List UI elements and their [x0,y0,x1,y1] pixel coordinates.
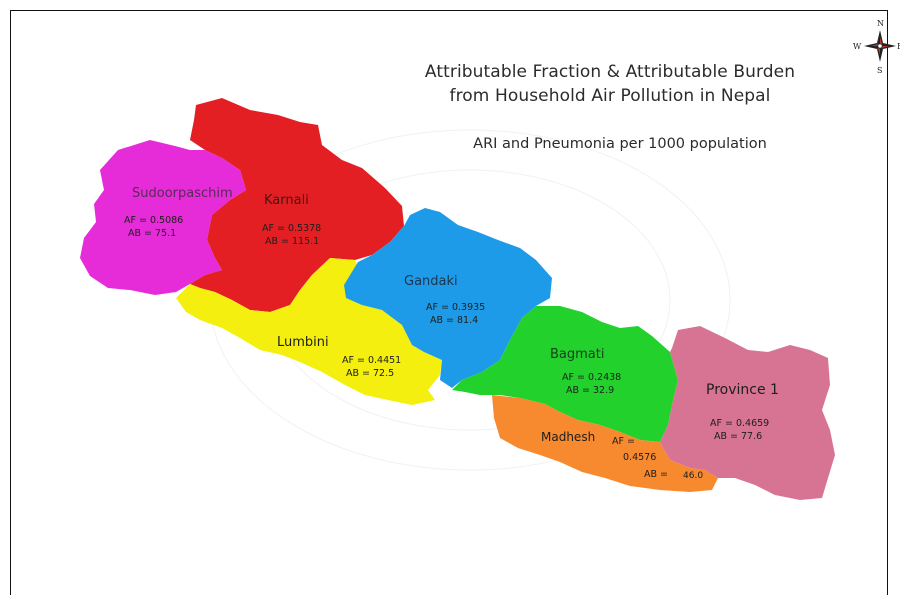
label-madhesh-af-label: AF = [612,436,635,447]
map-frame [10,10,888,595]
label-madhesh-af-value: 0.4576 [623,452,656,463]
label-sudoorpaschim-af: AF = 0.5086 [124,215,183,226]
region-sudoorpaschim[interactable] [80,140,246,295]
label-lumbini-af: AF = 0.4451 [342,355,401,366]
compass-n-label: N [877,19,884,28]
map-title-line-2: from Household Air Pollution in Nepal [449,86,771,106]
label-lumbini-ab: AB = 72.5 [346,368,394,379]
label-sudoorpaschim-ab: AB = 75.1 [128,228,176,239]
label-sudoorpaschim-name: Sudoorpaschim [132,186,233,201]
region-lumbini[interactable] [176,258,442,405]
label-lumbini-name: Lumbini [277,335,329,350]
label-bagmati-ab: AB = 32.9 [566,385,614,396]
label-gandaki-name: Gandaki [404,274,458,289]
label-madhesh-name: Madhesh [541,430,595,444]
label-madhesh-ab-value: 46.0 [683,471,703,481]
compass-s-label: S [877,66,882,75]
region-gandaki[interactable] [344,208,552,388]
label-karnali-af: AF = 0.5378 [262,223,321,234]
label-madhesh-ab-label: AB = [644,469,668,480]
label-bagmati-name: Bagmati [550,347,604,362]
label-province-1-name: Province 1 [706,382,779,398]
region-bagmati[interactable] [452,306,678,442]
label-province-1-ab: AB = 77.6 [714,431,762,442]
label-province-1-af: AF = 0.4659 [710,418,769,429]
label-gandaki-af: AF = 0.3935 [426,302,485,313]
label-karnali-ab: AB = 115.1 [265,236,319,247]
label-karnali-name: Karnali [264,193,309,208]
map-title-line-1: Attributable Fraction & Attributable Bur… [424,62,796,82]
compass-e-label: E [897,42,900,51]
region-karnali[interactable] [190,98,404,312]
label-gandaki-ab: AB = 81.4 [430,315,478,326]
compass-rose-icon: N S W E [853,19,900,75]
map-subtitle: ARI and Pneumonia per 1000 population [473,136,767,152]
compass-w-label: W [853,42,862,51]
region-madhesh[interactable] [492,395,718,492]
label-bagmati-af: AF = 0.2438 [562,372,621,383]
region-province-1[interactable] [660,326,835,500]
